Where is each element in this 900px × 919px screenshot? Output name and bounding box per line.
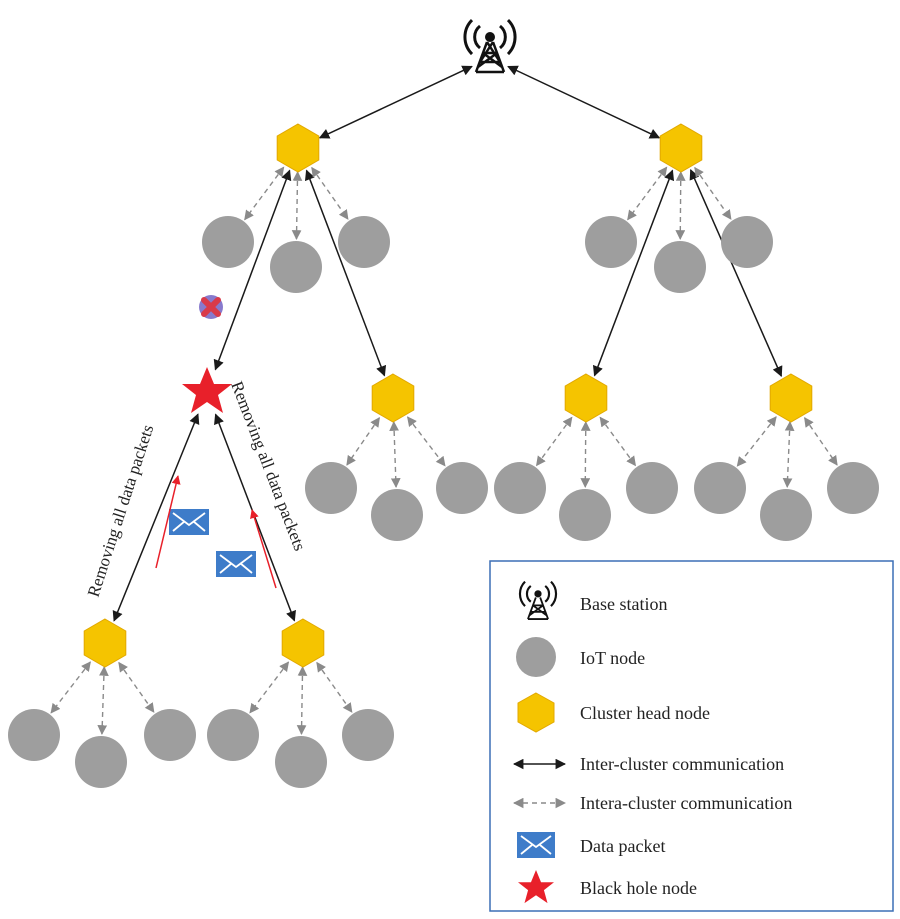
iot-node-icon [516,637,556,677]
cluster-head-node [371,373,415,423]
intra-cluster-link [50,661,91,714]
iot-node [270,241,322,293]
cluster-head-node [281,618,325,668]
iot-node [342,709,394,761]
intra-cluster-link [244,166,285,221]
base-station [463,18,517,74]
iot-node [827,462,879,514]
intra-cluster-link [97,666,109,735]
intra-cluster-link [311,166,349,220]
intra-cluster-link [249,661,290,714]
iot-node [75,736,127,788]
edge-label-right: Removing all data packets [227,379,309,554]
legend-label: IoT node [580,648,645,668]
legend-label: Data packet [580,836,665,856]
iot-node [559,489,611,541]
cluster-head-node [769,373,813,423]
intra-cluster-link [291,171,303,240]
inter-cluster-link [318,65,473,139]
iot-node [207,709,259,761]
legend-item-iot-node: IoT node [516,637,645,677]
star-icon [182,367,232,413]
inter-cluster-link [507,65,661,139]
legend-label: Intera-cluster communication [580,793,792,813]
blocked-link-mark [199,295,223,319]
intra-cluster-link [316,661,353,713]
intra-cluster-link [736,416,777,467]
data-packet [169,509,209,535]
envelope-icon [172,512,206,532]
intra-cluster-link [804,416,838,466]
iot-node [694,462,746,514]
intra-cluster-link [782,420,795,489]
iot-node [338,216,390,268]
intra-cluster-link [296,666,308,735]
iot-node [371,489,423,541]
black-hole-node [182,367,232,413]
envelope-icon [219,554,253,574]
iot-node [144,709,196,761]
iot-node [275,736,327,788]
intra-cluster-link [694,166,732,220]
legend-label: Cluster head node [580,703,710,723]
packet-flow-arrow [155,475,181,569]
iot-node [305,462,357,514]
base-station-icon [463,18,517,74]
iot-node [494,462,546,514]
intra-cluster-link [346,416,380,466]
star-icon [518,870,554,904]
legend-item-data-packet: Data packet [517,832,665,858]
legend-item-base-station: Base station [518,580,668,620]
base-station-icon [518,580,558,620]
intra-cluster-link [389,421,401,488]
cluster-head-node [276,123,320,173]
legend-item-inter-cluster: Inter-cluster communication [512,754,784,774]
data-packet [216,551,256,577]
legend-label: Inter-cluster communication [580,754,784,774]
intra-cluster-link [627,166,668,221]
iot-node [760,489,812,541]
iot-node [202,216,254,268]
intra-cluster-link [118,661,155,713]
iot-node [721,216,773,268]
iot-node [626,462,678,514]
legend-label: Black hole node [580,878,697,898]
envelope-icon [520,835,552,855]
nodes-layer [8,123,879,788]
iot-node [585,216,637,268]
cluster-head-icon [517,692,555,733]
packet-flow-arrow [250,509,277,589]
cluster-head-node [564,373,608,423]
intra-cluster-link [580,421,591,488]
legend-item-intra-cluster: Intera-cluster communication [512,793,792,813]
legend-label: Base station [580,594,668,614]
legend-item-cluster-head: Cluster head node [517,692,710,733]
intra-cluster-link [599,416,637,467]
inter-cluster-link [112,413,200,622]
intra-cluster-link [675,171,686,240]
iot-node [436,462,488,514]
legend: Base station IoT node Cluster head node … [489,560,894,912]
intra-cluster-link [535,416,573,467]
intra-cluster-link [407,416,446,467]
legend-item-black-hole: Black hole node [518,870,697,904]
cluster-head-node [83,618,127,668]
cluster-head-node [659,123,703,173]
legend-border [489,560,894,912]
edge-label-left: Removing all data packets [84,422,158,599]
iot-node [654,241,706,293]
edges-layer [50,65,838,735]
iot-node [8,709,60,761]
